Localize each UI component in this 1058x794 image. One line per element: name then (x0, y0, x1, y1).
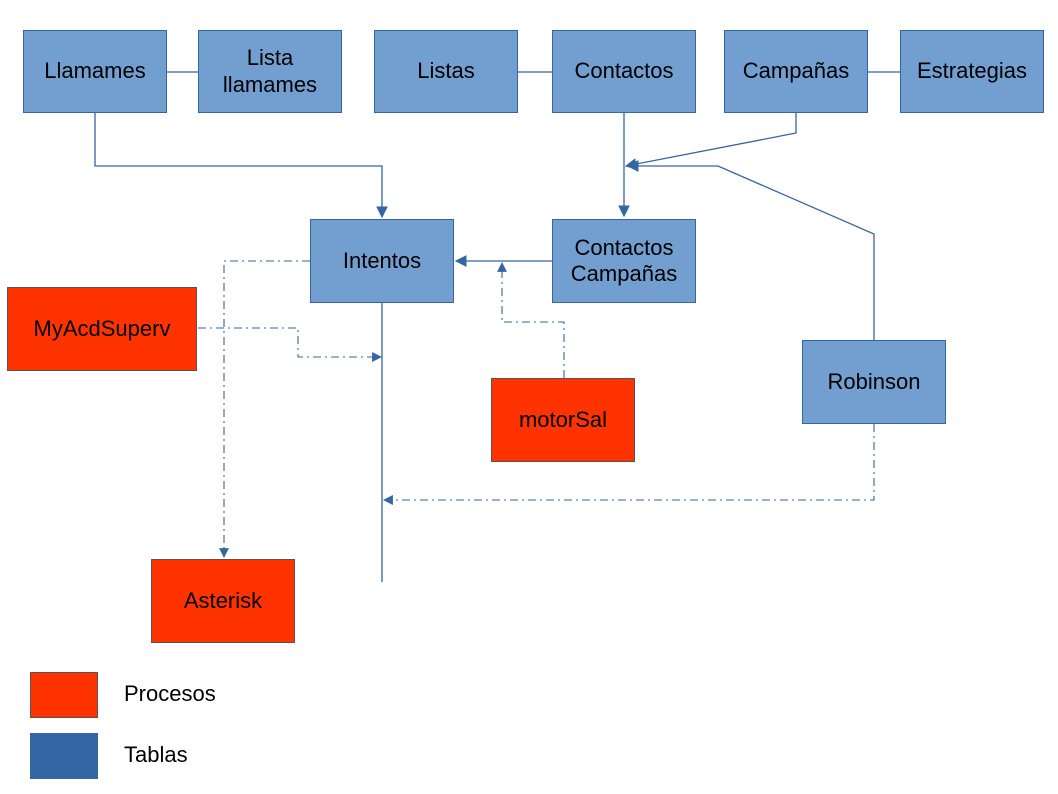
node-estrategias: Estrategias (900, 30, 1044, 113)
node-lista-llamames: Lista llamames (198, 30, 342, 113)
legend-tablas-swatch (30, 733, 98, 779)
edge-motorsal-intentos (497, 262, 565, 378)
node-campanas: Campañas (724, 30, 868, 113)
node-motorsal: motorSal (491, 378, 635, 462)
node-myacdsuperv: MyAcdSuperv (7, 287, 197, 371)
edge-llamames-intentos (94, 113, 388, 219)
edge-campanas-junction (624, 113, 797, 170)
edge-robinson-trunk (383, 424, 875, 505)
node-contactos-campanas: Contactos Campañas (552, 219, 696, 303)
edge-robinson-junction (626, 160, 875, 340)
edge-myacdsuperv-trunk (198, 327, 382, 362)
legend-procesos-swatch (30, 672, 98, 718)
edge-intentos-asterisk (219, 260, 310, 558)
node-llamames: Llamames (23, 30, 167, 113)
legend-tablas-label: Tablas (124, 742, 188, 767)
node-robinson: Robinson (802, 340, 946, 424)
node-asterisk: Asterisk (151, 559, 295, 643)
node-contactos: Contactos (552, 30, 696, 113)
node-listas: Listas (374, 30, 518, 113)
legend-procesos-label: Procesos (124, 681, 216, 706)
node-intentos: Intentos (310, 219, 454, 303)
